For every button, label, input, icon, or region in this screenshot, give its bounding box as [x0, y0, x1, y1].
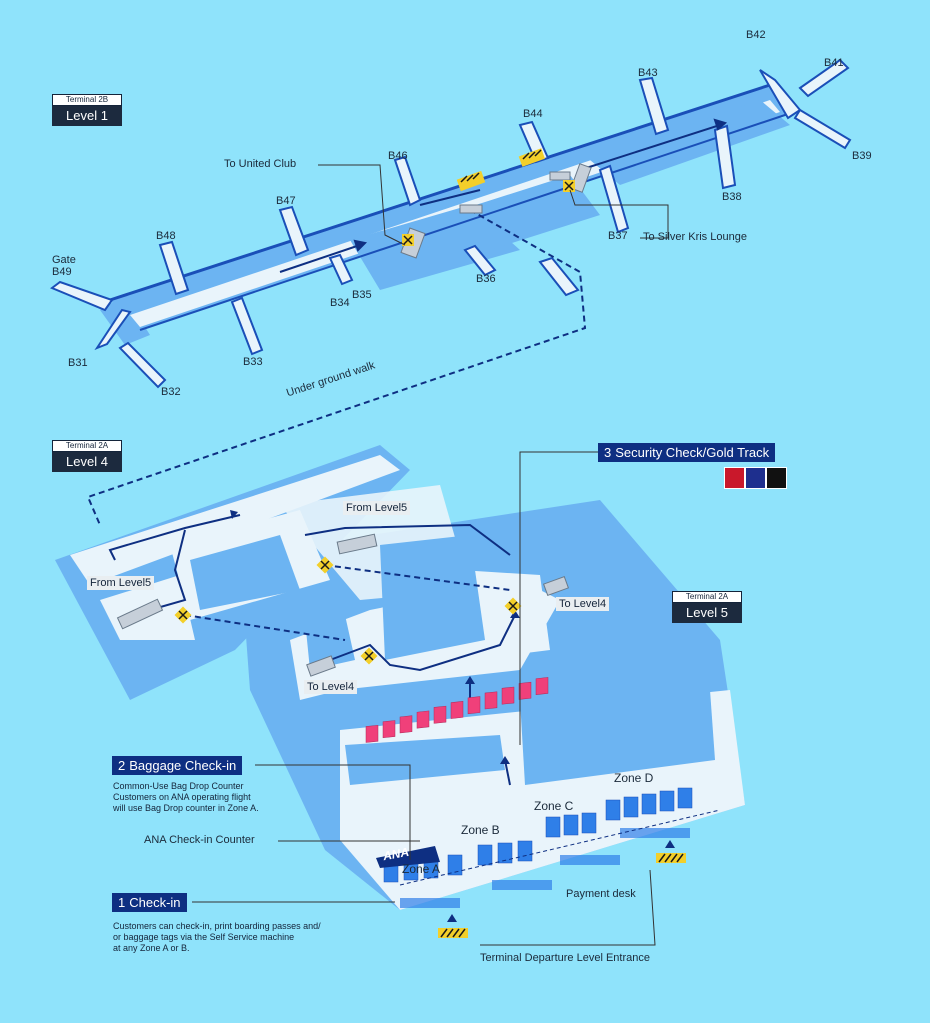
first-class-logo-icon — [725, 468, 744, 488]
gate-b32: B32 — [161, 386, 181, 398]
zone-c-label: Zone C — [534, 799, 574, 813]
entrance-label: Terminal Departure Level Entrance — [480, 952, 650, 964]
terminal-2b-badge: Terminal 2B Level 1 — [52, 94, 122, 126]
star-alliance-logo-icon — [767, 468, 786, 488]
zone-a-label: Zone A — [402, 862, 441, 876]
counter-rows — [400, 828, 690, 908]
note-line: Customers on ANA operating flight — [113, 792, 251, 802]
terminal-level: Level 1 — [52, 106, 122, 126]
ana-counter-label: ANA Check-in Counter — [144, 834, 255, 846]
note-line: Common-Use Bag Drop Counter — [113, 781, 244, 791]
gate-b35: B35 — [352, 289, 372, 301]
silver-kris-label: To Silver Kris Lounge — [643, 231, 747, 243]
terminal-level: Level 4 — [52, 452, 122, 472]
gate-b31: B31 — [68, 357, 88, 369]
gate-b36: B36 — [476, 273, 496, 285]
route-arrowheads-2a — [230, 510, 520, 764]
callout-text: Security Check/Gold Track — [615, 445, 770, 460]
united-club-label: To United Club — [224, 158, 297, 170]
checkin-note: Customers can check-in, print boarding p… — [113, 921, 321, 954]
from-level5-label: From Level5 — [87, 576, 155, 590]
gate-b41: B41 — [824, 57, 844, 69]
kiosk-icon — [383, 787, 693, 883]
checkin-queue-line — [399, 809, 721, 886]
underground-walk-path — [86, 209, 587, 526]
terminal-name: Terminal 2A — [52, 440, 122, 452]
to-level4-label: To Level4 — [304, 680, 358, 694]
payment-desk-label: Payment desk — [566, 888, 636, 900]
entrance-arrows — [447, 840, 675, 922]
gate-b49: B49 — [52, 266, 72, 278]
to-level4-label: To Level4 — [556, 597, 610, 611]
zone-b-label: Zone B — [461, 823, 500, 837]
gate-piers-2b — [49, 58, 852, 389]
route-arrows-2a — [108, 514, 516, 786]
gate-b46: B46 — [388, 150, 408, 162]
x-marker-icon — [402, 180, 575, 246]
airline-logo-icon — [376, 846, 440, 868]
gate-b39: B39 — [852, 150, 872, 162]
escalator-icon — [116, 533, 570, 677]
callout-number: 1 — [118, 895, 126, 910]
callout-text: Check-in — [129, 895, 181, 910]
gate-b34: B34 — [330, 297, 350, 309]
terminal-2a-level5-floor — [170, 485, 745, 910]
note-line: or baggage tags via the Self Service mac… — [113, 932, 295, 942]
note-line: Customers can check-in, print boarding p… — [113, 921, 321, 931]
terminal-level: Level 5 — [672, 603, 742, 623]
terminal-2a-level5-badge: Terminal 2A Level 5 — [672, 591, 742, 623]
gate-word: Gate — [52, 254, 76, 266]
terminal-2b-floor — [100, 83, 801, 345]
terminal-2a-level4-badge: Terminal 2A Level 4 — [52, 440, 122, 472]
gate-b44: B44 — [523, 108, 543, 120]
gate-b48: B48 — [156, 230, 176, 242]
route-arrows-2b — [279, 118, 728, 273]
from-level5-label: From Level5 — [343, 501, 411, 515]
note-line: at any Zone A or B. — [113, 943, 190, 953]
security-dashed-routes — [184, 564, 511, 641]
callout-number: 2 — [118, 758, 126, 773]
gate-b43: B43 — [638, 67, 658, 79]
gate-b42: B42 — [746, 29, 766, 41]
gate-b33: B33 — [243, 356, 263, 368]
zone-d-label: Zone D — [614, 771, 654, 785]
x-marker-icon — [174, 556, 522, 665]
gate-stripe-icon — [438, 853, 686, 938]
gate-b37: B37 — [608, 230, 628, 242]
security-lane-icon — [365, 677, 549, 743]
callout-number: 3 — [604, 445, 612, 460]
baggage-note: Common-Use Bag Drop Counter Customers on… — [113, 781, 259, 814]
leader-lines-2b — [318, 164, 669, 246]
leader-lines-2a — [192, 451, 656, 946]
gate-b38: B38 — [722, 191, 742, 203]
gate-stripe-icon — [456, 148, 545, 192]
note-line: will use Bag Drop counter in Zone A. — [113, 803, 259, 813]
airline-logo-icon — [724, 467, 787, 489]
business-class-logo-icon — [746, 468, 765, 488]
terminal-name: Terminal 2A — [672, 591, 742, 603]
terminal-name: Terminal 2B — [52, 94, 122, 106]
callout-text: Baggage Check-in — [129, 758, 237, 773]
gate-b47: B47 — [276, 195, 296, 207]
